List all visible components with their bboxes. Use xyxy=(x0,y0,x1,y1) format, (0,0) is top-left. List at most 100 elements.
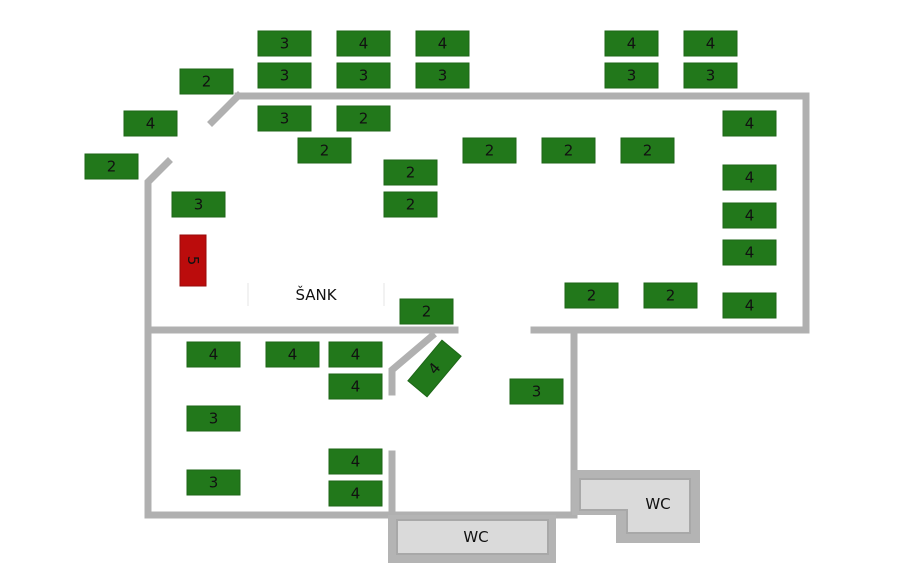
table[interactable]: 4 xyxy=(328,448,383,475)
table-capacity-label: 4 xyxy=(351,453,361,471)
table-shape[interactable] xyxy=(722,239,777,266)
table-shape[interactable] xyxy=(462,137,517,164)
table-capacity-label: 2 xyxy=(587,287,597,305)
table[interactable]: 4 xyxy=(123,110,178,137)
table[interactable]: 4 xyxy=(407,339,462,398)
table-capacity-label: 4 xyxy=(745,169,755,187)
table-capacity-label: 4 xyxy=(745,244,755,262)
table[interactable]: 3 xyxy=(415,62,470,89)
table-shape[interactable] xyxy=(123,110,178,137)
table-shape[interactable] xyxy=(383,191,438,218)
table-shape[interactable] xyxy=(604,62,659,89)
table-shape[interactable] xyxy=(257,62,312,89)
table-shape[interactable] xyxy=(186,469,241,496)
table-shape[interactable] xyxy=(722,202,777,229)
table[interactable]: 4 xyxy=(265,341,320,368)
table[interactable]: 2 xyxy=(620,137,675,164)
table[interactable]: 2 xyxy=(336,105,391,132)
table-capacity-label: 3 xyxy=(280,67,290,85)
table-shape[interactable] xyxy=(328,373,383,400)
table-shape[interactable] xyxy=(541,137,596,164)
bar-area: ŠANK xyxy=(247,283,385,306)
table[interactable]: 2 xyxy=(564,282,619,309)
table-shape[interactable] xyxy=(84,153,139,180)
table[interactable]: 2 xyxy=(297,137,352,164)
table-shape[interactable] xyxy=(415,62,470,89)
table-shape[interactable] xyxy=(407,339,462,398)
table-shape[interactable] xyxy=(336,30,391,57)
table[interactable]: 3 xyxy=(257,62,312,89)
table-shape[interactable] xyxy=(643,282,698,309)
table-capacity-label: 4 xyxy=(745,115,755,133)
table-capacity-label: 3 xyxy=(280,35,290,53)
table[interactable]: 2 xyxy=(383,191,438,218)
table-shape[interactable] xyxy=(415,30,470,57)
table[interactable]: 3 xyxy=(186,469,241,496)
table-capacity-label: 5 xyxy=(184,256,202,266)
table-shape[interactable] xyxy=(383,159,438,186)
table-shape[interactable] xyxy=(257,30,312,57)
table-shape[interactable] xyxy=(683,62,738,89)
table-capacity-label: 2 xyxy=(406,164,416,182)
table[interactable]: 4 xyxy=(683,30,738,57)
table-shape[interactable] xyxy=(509,378,564,405)
table[interactable]: 3 xyxy=(257,30,312,57)
table-shape[interactable] xyxy=(186,405,241,432)
table-shape[interactable] xyxy=(564,282,619,309)
table[interactable]: 3 xyxy=(257,105,312,132)
table[interactable]: 4 xyxy=(722,110,777,137)
table[interactable]: 4 xyxy=(328,480,383,507)
table-shape[interactable] xyxy=(171,191,226,218)
table-shape[interactable] xyxy=(328,480,383,507)
table-capacity-label: 3 xyxy=(438,67,448,85)
wc-right-room xyxy=(579,478,691,534)
table[interactable]: 4 xyxy=(336,30,391,57)
table-shape[interactable] xyxy=(604,30,659,57)
table-shape[interactable] xyxy=(179,234,207,287)
table-shape[interactable] xyxy=(186,341,241,368)
table[interactable]: 3 xyxy=(509,378,564,405)
table-shape[interactable] xyxy=(336,62,391,89)
table[interactable]: 4 xyxy=(722,202,777,229)
table[interactable]: 3 xyxy=(186,405,241,432)
table[interactable]: 2 xyxy=(399,298,454,325)
table-shape[interactable] xyxy=(297,137,352,164)
table[interactable]: 2 xyxy=(383,159,438,186)
table[interactable]: 2 xyxy=(643,282,698,309)
table-shape[interactable] xyxy=(265,341,320,368)
wc-bottom-room xyxy=(396,519,549,555)
wc-right: WC xyxy=(572,470,700,543)
table-shape[interactable] xyxy=(179,68,234,95)
table[interactable]: 2 xyxy=(84,153,139,180)
table[interactable]: 3 xyxy=(171,191,226,218)
bar-label: ŠANK xyxy=(295,285,337,304)
table[interactable]: 2 xyxy=(462,137,517,164)
table-shape[interactable] xyxy=(399,298,454,325)
table[interactable]: 2 xyxy=(541,137,596,164)
table[interactable]: 3 xyxy=(336,62,391,89)
table[interactable]: 3 xyxy=(604,62,659,89)
table-shape[interactable] xyxy=(328,341,383,368)
table[interactable]: 4 xyxy=(722,239,777,266)
table[interactable]: 4 xyxy=(328,373,383,400)
table-shape[interactable] xyxy=(722,164,777,191)
table-capacity-label: 2 xyxy=(485,142,495,160)
table[interactable]: 3 xyxy=(683,62,738,89)
table[interactable]: 4 xyxy=(415,30,470,57)
table[interactable]: 4 xyxy=(722,164,777,191)
table[interactable]: 4 xyxy=(328,341,383,368)
table-shape[interactable] xyxy=(328,448,383,475)
table-capacity-label: 2 xyxy=(564,142,574,160)
table-capacity-label: 2 xyxy=(666,287,676,305)
table[interactable]: 5 xyxy=(179,234,207,287)
table[interactable]: 4 xyxy=(722,292,777,319)
table-shape[interactable] xyxy=(683,30,738,57)
table-shape[interactable] xyxy=(722,292,777,319)
table-shape[interactable] xyxy=(722,110,777,137)
table-shape[interactable] xyxy=(620,137,675,164)
table-shape[interactable] xyxy=(336,105,391,132)
table-shape[interactable] xyxy=(257,105,312,132)
table[interactable]: 2 xyxy=(179,68,234,95)
table[interactable]: 4 xyxy=(186,341,241,368)
table[interactable]: 4 xyxy=(604,30,659,57)
